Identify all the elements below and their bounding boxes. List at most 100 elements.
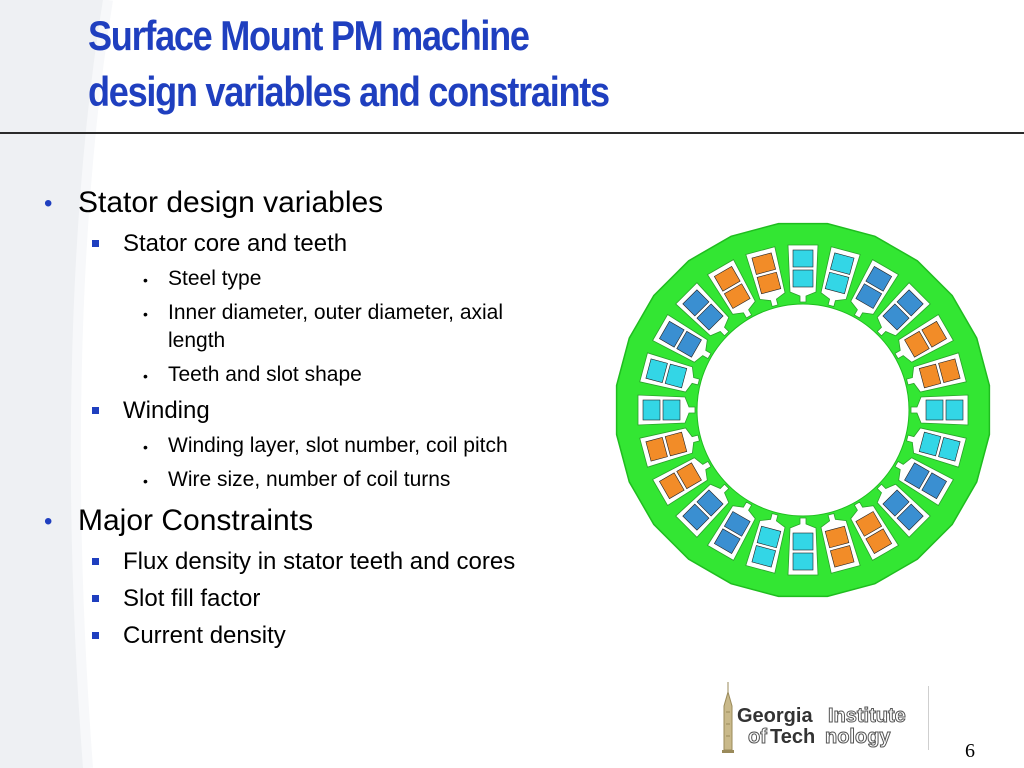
- logo-divider: [928, 686, 929, 750]
- coil-side: [642, 399, 661, 421]
- stator-slot: [745, 246, 786, 307]
- coil-side: [921, 472, 947, 500]
- coil-side: [882, 489, 910, 517]
- stator-slot: [850, 501, 900, 561]
- coil-side: [945, 399, 964, 421]
- coil-side: [904, 330, 930, 358]
- bullet-small-dot-icon: •: [143, 473, 148, 489]
- bullet-square-icon: [92, 595, 99, 602]
- coil-side: [662, 399, 681, 421]
- bullet-diameter-line-1: Inner diameter, outer diameter, axial: [168, 301, 504, 324]
- bullet-winding-layer: Winding layer, slot number, coil pitch: [168, 434, 508, 457]
- coil-side: [645, 358, 668, 384]
- stator-slot: [876, 282, 931, 337]
- stator-slot: [820, 513, 861, 574]
- coil-side: [918, 431, 942, 457]
- logo-word-tech: Tech: [770, 726, 815, 748]
- coil-side: [756, 525, 782, 549]
- coil-side: [792, 269, 814, 288]
- bullet-winding: Winding: [123, 397, 210, 424]
- stator-slot: [906, 427, 967, 468]
- coil-side: [659, 320, 685, 348]
- slide-title-line-2: design variables and constraints: [88, 68, 610, 115]
- coil-side: [921, 320, 947, 348]
- coil-side: [664, 363, 688, 389]
- coil-side: [713, 528, 741, 554]
- bullet-stator-design-variables: Stator design variables: [78, 186, 384, 219]
- bullet-square-icon: [92, 240, 99, 247]
- bullet-small-dot-icon: •: [143, 439, 148, 455]
- coil-side: [896, 289, 924, 317]
- coil-side: [664, 431, 688, 457]
- coil-side: [918, 363, 942, 389]
- bullet-current-density: Current density: [123, 622, 286, 649]
- coil-side: [792, 532, 814, 551]
- coil-side: [824, 525, 850, 549]
- logo-word-institute: Institute: [828, 705, 906, 727]
- coil-side: [896, 503, 924, 531]
- bullet-square-icon: [92, 558, 99, 565]
- stator-slot: [652, 457, 712, 507]
- stator-slot: [787, 244, 819, 303]
- coil-side: [824, 271, 850, 295]
- stator-slot: [894, 313, 954, 363]
- coil-side: [659, 472, 685, 500]
- coil-side: [756, 271, 782, 295]
- bullet-square-icon: [92, 632, 99, 639]
- page-number: 6: [965, 740, 975, 762]
- coil-side: [713, 266, 741, 292]
- bullet-wire-size: Wire size, number of coil turns: [168, 468, 451, 491]
- coil-side: [682, 503, 710, 531]
- stator-slot: [850, 259, 900, 319]
- bullet-stator-core-and-teeth: Stator core and teeth: [123, 230, 348, 257]
- coil-side: [682, 289, 710, 317]
- bullet-diameter-line-2: length: [168, 329, 226, 352]
- stator-cross-section: [615, 222, 991, 598]
- bullet-small-dot-icon: •: [143, 306, 148, 322]
- title-divider: [0, 132, 1024, 134]
- slide-title-line-1: Surface Mount PM machine: [88, 12, 530, 59]
- bullet-flux-density: Flux density in stator teeth and cores: [123, 548, 516, 575]
- stator-slot: [706, 501, 756, 561]
- coil-side: [904, 462, 930, 490]
- coil-side: [723, 511, 751, 537]
- coil-side: [645, 436, 668, 462]
- stator-slot: [639, 427, 700, 468]
- coil-side: [751, 252, 777, 275]
- bullet-major-constraints: Major Constraints: [78, 504, 314, 537]
- stator-slot: [637, 394, 696, 426]
- bullet-slot-fill-factor: Slot fill factor: [123, 585, 261, 612]
- coil-side: [751, 545, 777, 568]
- logo-word-of: of: [748, 726, 767, 748]
- stator-slot: [910, 394, 969, 426]
- stator-slot: [787, 517, 819, 576]
- stator-slot: [876, 483, 931, 538]
- stator-slot: [906, 352, 967, 393]
- logo-word-nology: nology: [825, 726, 891, 748]
- coil-side: [723, 283, 751, 309]
- stator-slots: [637, 244, 969, 576]
- coil-side: [938, 358, 961, 384]
- georgia-tech-logo: Georgia Institute of Tech nology: [722, 682, 906, 753]
- bullet-small-dot-icon: •: [143, 272, 148, 288]
- coil-side: [855, 283, 883, 309]
- coil-side: [925, 399, 944, 421]
- bullet-small-dot-icon: •: [143, 368, 148, 384]
- coil-side: [829, 252, 855, 275]
- coil-side: [792, 249, 814, 268]
- coil-side: [676, 462, 702, 490]
- coil-side: [865, 528, 893, 554]
- stator-slot: [820, 246, 861, 307]
- coil-side: [882, 303, 910, 331]
- coil-side: [696, 489, 724, 517]
- coil-side: [676, 330, 702, 358]
- stator-slot: [639, 352, 700, 393]
- logo-word-georgia: Georgia: [737, 705, 813, 727]
- bullet-steel-type: Steel type: [168, 267, 262, 290]
- bullet-dot-icon: •: [44, 190, 53, 217]
- coil-side: [696, 303, 724, 331]
- coil-side: [865, 266, 893, 292]
- coil-side: [829, 545, 855, 568]
- stator-slot: [675, 282, 730, 337]
